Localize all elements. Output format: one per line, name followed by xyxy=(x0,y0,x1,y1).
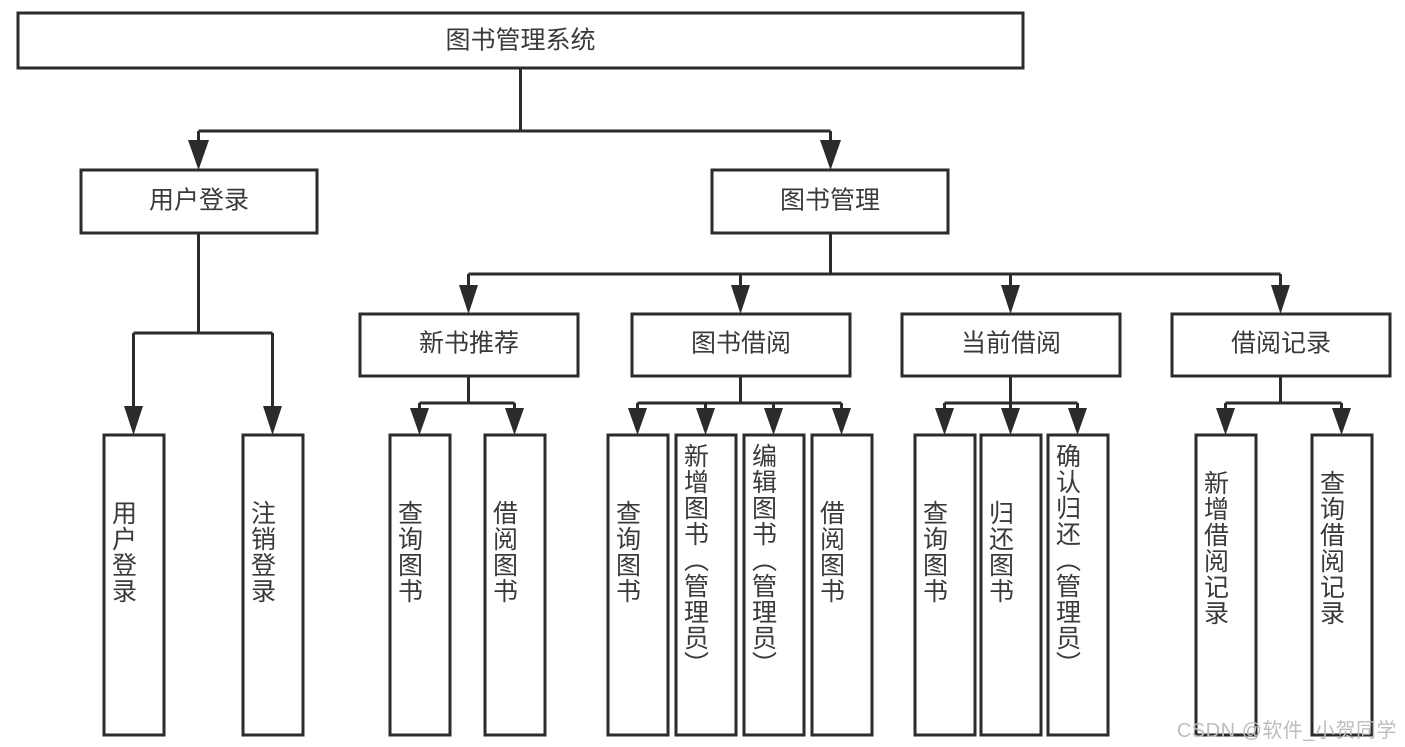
leaf-box-return-book[interactable] xyxy=(979,433,1043,737)
arrowhead-to-new-book xyxy=(459,285,478,314)
leaf-box-confirm-return[interactable] xyxy=(1046,433,1110,737)
arrowhead-root-to-user-login xyxy=(188,140,209,170)
arrowhead-root-to-book-mgmt xyxy=(820,140,841,170)
node-current-borrow[interactable]: 当前借阅 xyxy=(900,312,1122,378)
node-borrow-record[interactable]: 借阅记录 xyxy=(1170,312,1392,378)
node-user-login-label: 用户登录 xyxy=(149,187,249,215)
connector-group-book-borrow xyxy=(628,376,851,435)
node-book-management[interactable]: 图书管理 xyxy=(710,168,950,235)
arrowhead-leaf-query-book-3 xyxy=(935,408,954,435)
connector-group-borrow-record xyxy=(1216,376,1351,435)
connector-group-book-mgmt xyxy=(459,233,1290,314)
leaf-box-borrow-book-1[interactable] xyxy=(483,433,547,737)
node-borrow-record-box[interactable] xyxy=(1170,312,1392,378)
node-new-book-recommend-label: 新书推荐 xyxy=(419,330,519,358)
connector-group-root xyxy=(188,68,841,170)
arrowhead-leaf-borrow-book-1 xyxy=(505,408,524,435)
leaf-box-logout[interactable] xyxy=(241,433,305,737)
node-root[interactable]: 图书管理系统 xyxy=(16,11,1025,70)
connector-group-new-book xyxy=(410,376,524,435)
node-root-label: 图书管理系统 xyxy=(445,27,595,55)
arrowhead-leaf-user-login xyxy=(124,406,143,435)
arrowhead-to-borrow-record xyxy=(1271,285,1290,314)
node-new-book-recommend-box[interactable] xyxy=(358,312,580,378)
leaf-box-query-book-2[interactable] xyxy=(606,433,670,737)
arrowhead-leaf-query-book-1 xyxy=(410,408,429,435)
leaf-box-edit-book[interactable] xyxy=(742,433,806,737)
node-root-box[interactable] xyxy=(16,11,1025,70)
node-new-book-recommend[interactable]: 新书推荐 xyxy=(358,312,580,378)
arrowhead-leaf-edit-book xyxy=(764,408,783,435)
arrowhead-leaf-add-book xyxy=(696,408,715,435)
leaf-box-borrow-book-2[interactable] xyxy=(810,433,874,737)
watermark-label: CSDN @软件_小贺同学 xyxy=(1176,720,1397,742)
arrowhead-leaf-return-book xyxy=(1001,408,1020,435)
connector-group-current-borrow xyxy=(935,376,1087,435)
node-borrow-record-label: 借阅记录 xyxy=(1231,330,1331,358)
node-current-borrow-label: 当前借阅 xyxy=(961,330,1061,358)
node-current-borrow-box[interactable] xyxy=(900,312,1122,378)
node-book-borrow[interactable]: 图书借阅 xyxy=(630,312,852,378)
leaf-boxes-group xyxy=(102,433,1374,737)
arrowhead-leaf-borrow-book-2 xyxy=(832,408,851,435)
arrowhead-to-current-borrow xyxy=(1001,285,1020,314)
leaf-box-query-record[interactable] xyxy=(1310,433,1374,737)
arrowhead-leaf-query-record xyxy=(1332,408,1351,435)
node-book-management-label: 图书管理 xyxy=(780,187,880,215)
arrowhead-leaf-confirm-return xyxy=(1068,408,1087,435)
arrowhead-leaf-query-book-2 xyxy=(628,408,647,435)
arrowhead-to-book-borrow xyxy=(731,285,750,314)
node-book-borrow-box[interactable] xyxy=(630,312,852,378)
leaf-box-query-book-3[interactable] xyxy=(913,433,977,737)
node-book-borrow-label: 图书借阅 xyxy=(691,330,791,358)
node-book-management-box[interactable] xyxy=(710,168,950,235)
leaf-box-user-login[interactable] xyxy=(102,433,166,737)
node-user-login[interactable]: 用户登录 xyxy=(79,168,319,235)
leaf-box-query-book-1[interactable] xyxy=(388,433,452,737)
node-user-login-box[interactable] xyxy=(79,168,319,235)
connector-group-user-login xyxy=(124,233,282,435)
leaf-box-add-book[interactable] xyxy=(674,433,738,737)
leaf-box-add-record[interactable] xyxy=(1194,433,1258,737)
arrowhead-leaf-add-record xyxy=(1216,408,1235,435)
arrowhead-leaf-logout xyxy=(263,406,282,435)
